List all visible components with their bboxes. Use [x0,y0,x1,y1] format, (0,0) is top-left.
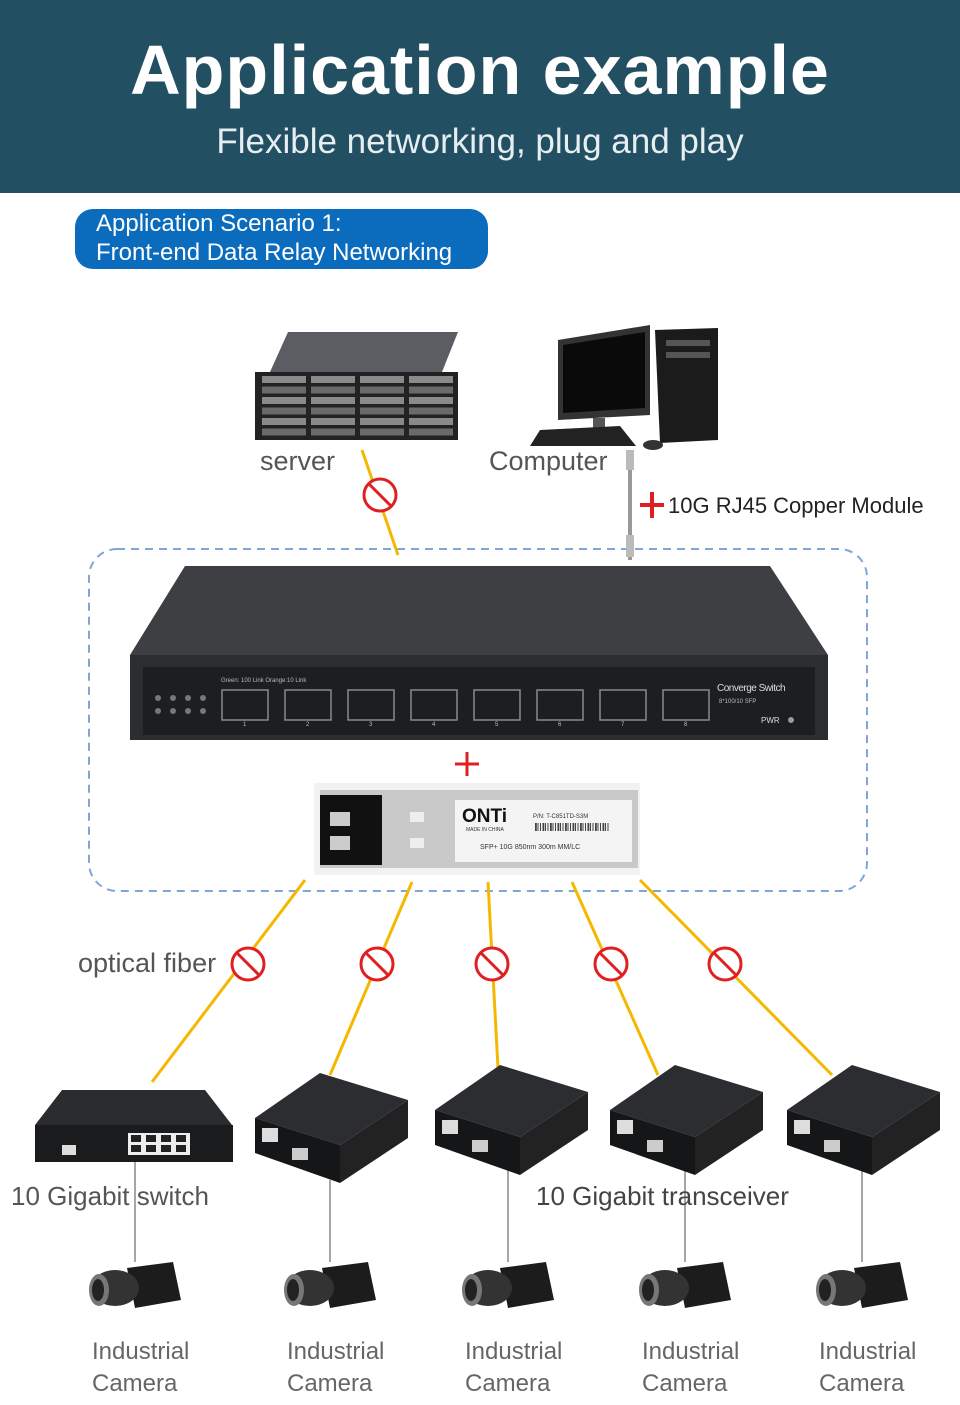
plus-icon-copper [640,492,664,518]
sfp-made: MADE IN CHINA [466,827,504,833]
dashed-frame [88,548,868,892]
fiber-lines [150,449,834,1083]
rj45-plug-bottom [626,535,634,557]
port-number: 7 [621,722,625,728]
status-led [170,708,176,714]
copper-module-label: 10G RJ45 Copper Module [668,493,924,518]
computer-device [530,325,718,450]
camera-label-line2: Camera [819,1370,905,1397]
sfp-port [599,689,647,721]
industrial-camera-device [89,1262,181,1308]
industrial-camera-device [284,1262,376,1308]
port-number: 5 [495,722,499,728]
fiber-1 [150,879,307,1083]
industrial-camera-device [639,1262,731,1308]
port-number: 6 [558,722,562,728]
switch-label: 10 Gigabit switch [11,1181,209,1211]
no-direct-connection-icon [474,946,510,982]
scenario-line-1: Application Scenario 1: [96,210,342,237]
camera-label-line1: Industrial [465,1338,563,1365]
page-subtitle: Flexible networking, plug and play [216,122,744,161]
media-converter-device [610,1065,763,1175]
server-label: server [260,446,336,476]
switch-brand: Converge Switch [717,683,786,694]
industrial-camera-device [816,1262,908,1308]
media-converter-device [787,1065,940,1175]
status-led [200,708,206,714]
sfp-module-device [314,783,640,875]
camera-label-line2: Camera [92,1370,178,1397]
media-converter-device [255,1073,408,1183]
sfp-port [473,689,521,721]
no-direct-connection-icon [230,946,266,982]
camera-label-line1: Industrial [287,1338,385,1365]
sfp-port [284,689,332,721]
scenario-badge: Application Scenario 1: Front-end Data R… [75,209,488,269]
no-direct-connection-icon [359,946,395,982]
server-device [255,332,458,440]
port-number: 3 [369,722,373,728]
no-direct-connection-icon [593,946,629,982]
no-direct-connection-icon [707,946,743,982]
rj45-plug-top [626,450,634,470]
switch-pwr-label: PWR [761,716,780,725]
status-led [170,695,176,701]
status-led [185,708,191,714]
header-banner: Application example Flexible networking,… [0,0,960,193]
switch-legend-text: Green: 100 Link Orange:10 Link [221,678,307,684]
no-direct-connection-icon [362,477,398,513]
port-number: 1 [243,722,247,728]
industrial-camera-device [462,1262,554,1308]
switch-spec: 8*100/10 SFP [719,699,757,705]
media-converter-device [435,1065,588,1175]
scenario-line-2: Front-end Data Relay Networking [96,239,453,266]
sfp-port [347,689,395,721]
port-number: 8 [684,722,688,728]
camera-label-line2: Camera [642,1370,728,1397]
sfp-port [410,689,458,721]
plus-icon-sfp [455,752,479,776]
sfp-model: P/N: T-C851TD-S3M [533,814,589,820]
status-led [155,708,161,714]
optical-fiber-label: optical fiber [78,948,217,978]
status-led [185,695,191,701]
converge-switch-device [130,566,828,740]
port-number: 4 [432,722,436,728]
camera-label-line2: Camera [465,1370,551,1397]
sfp-brand: ONTi [462,806,508,827]
computer-label: Computer [489,446,608,476]
camera-label-line1: Industrial [819,1338,917,1365]
sfp-spec: SFP+ 10G 850nm 300m MM/LC [480,844,581,851]
camera-label-line1: Industrial [642,1338,740,1365]
transceiver-label: 10 Gigabit transceiver [536,1181,789,1211]
status-led [200,695,206,701]
sfp-port [662,689,710,721]
camera-cables [134,1160,863,1262]
camera-label-line1: Industrial [92,1338,190,1365]
sfp-port [221,689,269,721]
port-number: 2 [306,722,310,728]
gigabit-switch-device [35,1090,233,1162]
status-led [155,695,161,701]
page-title: Application example [130,31,830,109]
camera-label-line2: Camera [287,1370,373,1397]
sfp-port [536,689,584,721]
